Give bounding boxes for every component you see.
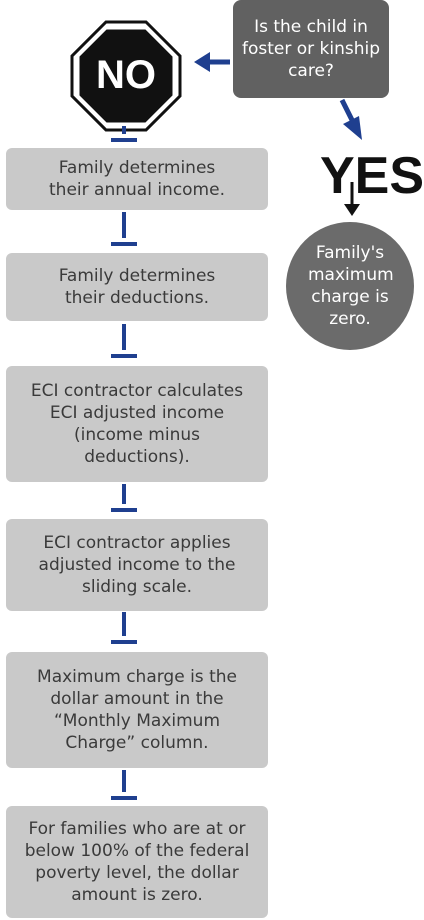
step-adjusted-income-text: ECI contractor calculates ECI adjusted i… [30,381,244,467]
arrow-step-3-to-4 [111,484,137,512]
yes-label: YES [320,147,424,205]
arrow-step-1-to-2 [111,212,137,246]
step-poverty-level: For families who are at or below 100% of… [6,806,268,918]
arrow-step-4-to-5 [111,612,137,644]
step-maximum-charge-text: Maximum charge is the dollar amount in t… [37,667,237,753]
arrow-no-to-step-1 [111,126,137,142]
yes-outcome-text: Family's maximum charge is zero. [308,243,394,329]
step-annual-income: Family determines their annual income. [6,148,268,210]
step-annual-income-text: Family determines their annual income. [49,158,225,200]
yes-outcome-circle [286,222,414,350]
step-sliding-scale: ECI contractor applies adjusted income t… [6,519,268,611]
arrow-step-2-to-3 [111,324,137,358]
step-deductions: Family determines their deductions. [6,253,268,321]
stop-sign-label: NO [96,53,156,97]
question-box: Is the child in foster or kinship care? [233,0,389,98]
arrow-step-5-to-6 [111,770,137,800]
stop-sign-octagon [76,26,176,126]
yes-outcome-text-wrap: Family's maximum charge is zero. [286,222,414,350]
step-sliding-scale-text: ECI contractor applies adjusted income t… [38,533,236,597]
arrow-question-to-no [194,52,230,72]
arrow-question-to-yes [339,98,362,140]
step-poverty-level-text: For families who are at or below 100% of… [24,819,250,905]
arrow-yes-to-outcome [344,182,360,216]
step-maximum-charge: Maximum charge is the dollar amount in t… [6,652,268,768]
question-text: Is the child in foster or kinship care? [241,17,381,81]
stop-sign: NO [70,20,182,132]
step-deductions-text: Family determines their deductions. [58,266,216,308]
step-adjusted-income: ECI contractor calculates ECI adjusted i… [6,366,268,482]
